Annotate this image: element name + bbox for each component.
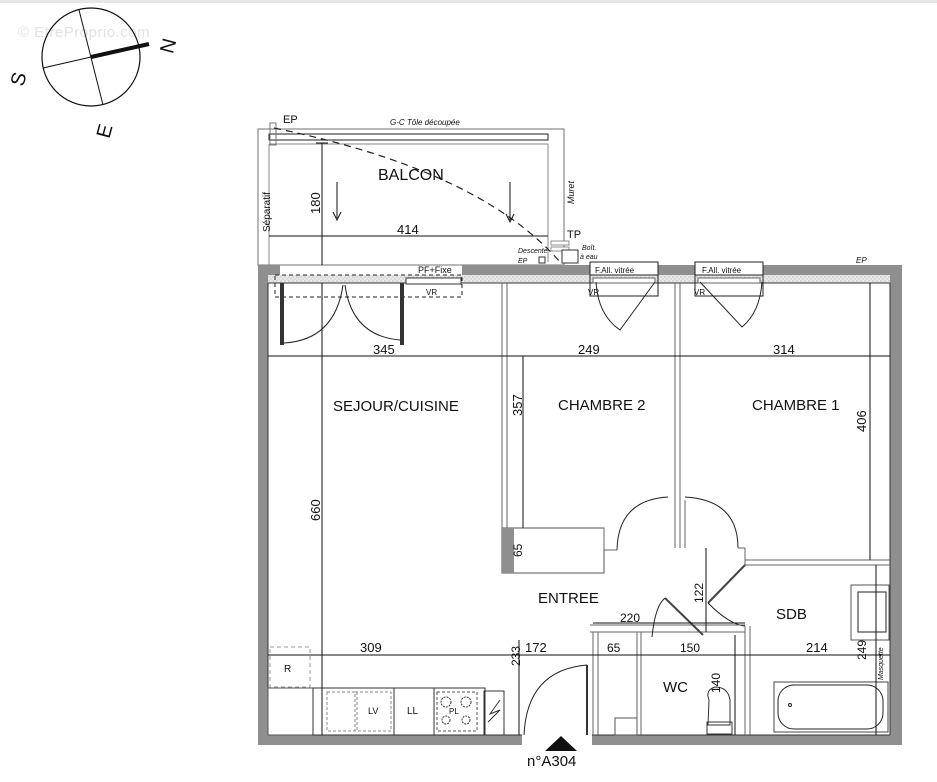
vr-ch2-label: VR [588,288,599,297]
dim-entree-width: 220 [620,611,640,625]
dim-sdb-depth: 249 [855,640,869,660]
dim-wc-depth: 140 [709,673,723,693]
dim-ch1-width: 314 [773,342,795,357]
dim-sejour-width-top: 345 [373,342,395,357]
washer-label: LL [407,706,419,717]
compass-north: N [156,36,181,56]
dim-sdb-width: 214 [806,640,828,655]
dim-wc-150: 150 [680,641,700,655]
boite-label-1: Boît. [582,245,596,252]
dim-ch2-width: 249 [578,342,600,357]
masquette-label: Masquette [878,647,885,680]
room-labels: SEJOUR/CUISINE CHAMBRE 2 CHAMBRE 1 ENTRE… [333,397,840,696]
dim-balcony-width: 414 [397,222,419,237]
room-sdb: SDB [776,606,807,623]
dishwasher-label: LV [368,706,378,716]
dim-placard-depth: 65 [511,543,525,557]
muret-label: Muret [566,180,576,204]
room-chambre1: CHAMBRE 1 [752,397,840,414]
dimension-lines [268,283,890,735]
pf-fixe-label: PF+Fixe [418,265,452,275]
descente-label: Descente [518,248,548,255]
compass: N S E [7,7,181,141]
hob-label: PL [449,707,459,716]
balcony-ep-label: EP [283,114,298,126]
top-border [0,0,937,3]
dim-sejour-width-bottom: 309 [360,640,382,655]
dim-sdb-corridor: 122 [692,583,706,603]
fixture-labels: R LV LL PL Masquette [284,647,885,717]
boite-label-2: à eau [580,254,598,261]
room-wc: WC [663,679,688,696]
ep-right-label: EP [856,256,867,265]
balcony-label: BALCON [378,167,444,184]
entrance-arrow-icon [545,736,577,751]
balcony-top-label: G-C Tôle découpée [390,118,460,127]
fall-ch1-label: F.All. vitrée [702,266,742,275]
dim-balcony-depth: 180 [308,192,323,214]
north-arrow-icon [90,42,150,59]
separatif-label: Séparatif [262,192,273,232]
compass-east: E [93,122,118,141]
dim-ch2-depth: 357 [510,394,525,416]
dim-entry-172: 172 [525,640,547,655]
tp-label: TP [567,229,581,241]
fridge-label: R [284,664,291,675]
dimension-labels: 345 249 314 357 406 660 65 220 122 309 2… [308,342,869,693]
descente-ep-label: EP [518,258,528,265]
balcony: BALCON G-C Tôle découpée EP Séparatif Mu… [257,114,598,266]
room-entree: ENTREE [538,590,599,607]
compass-south: S [7,70,32,89]
exterior-walls [258,265,902,745]
dim-entry-233: 233 [509,646,523,666]
vr-ch1-label: VR [694,288,705,297]
dim-sejour-depth: 660 [308,499,323,521]
vr-living-label: VR [426,288,437,297]
dim-ch1-depth: 406 [854,410,869,432]
fall-ch2-label: F.All. vitrée [595,266,635,275]
room-chambre2: CHAMBRE 2 [558,397,646,414]
unit-label: n°A304 [527,753,576,770]
compass-circle-icon [41,7,141,107]
interior-walls [267,283,890,736]
dim-wc-65: 65 [607,641,621,655]
room-sejour: SEJOUR/CUISINE [333,398,459,415]
entrance-marker: n°A304 [527,736,577,770]
openings: PF+Fixe VR F.All. vitrée VR F.All. vitré… [274,256,867,345]
